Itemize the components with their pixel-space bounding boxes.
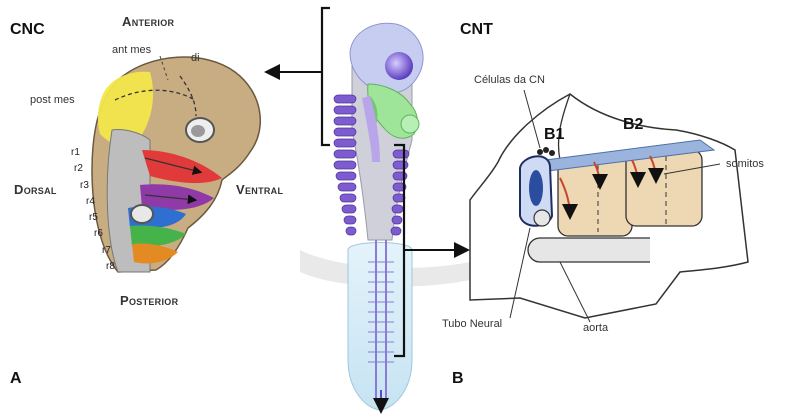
b2-label: B2	[623, 116, 643, 134]
rhombomere-label: r4	[86, 196, 95, 207]
rhombomere-label: r5	[89, 212, 98, 223]
center-embryo-illustration	[300, 23, 470, 410]
embryo-tail	[348, 243, 412, 411]
somite-block-1	[558, 158, 632, 236]
embryo-eye	[385, 52, 413, 80]
aorta-label: aorta	[583, 322, 608, 334]
panel-b-letter: B	[452, 370, 464, 388]
di-label: di	[191, 52, 200, 64]
b1-label: B1	[544, 126, 564, 144]
ant-mes-label: ant mes	[112, 44, 151, 56]
rhombomere-label: r7	[102, 245, 111, 256]
otic-vesicle	[131, 205, 153, 223]
anterior-label: Anterior	[122, 14, 174, 29]
panel-a-head-illustration	[92, 56, 260, 272]
ventral-label: Ventral	[236, 182, 283, 197]
panel-b-trunk-illustration	[470, 90, 748, 322]
panel-a-letter: A	[10, 370, 22, 388]
rhombomere-label: r1	[71, 147, 80, 158]
rhombomere-label: r2	[74, 163, 83, 174]
neural-tube-label: Tubo Neural	[442, 318, 502, 330]
rhombomere-label: r8	[106, 261, 115, 272]
panel-a-title: CNC	[10, 21, 45, 39]
dorsal-label: Dorsal	[14, 182, 57, 197]
posterior-label: Posterior	[120, 293, 178, 308]
panel-b-title: CNT	[460, 21, 493, 39]
post-mes-label: post mes	[30, 94, 75, 106]
nc-cells-label: Células da CN	[474, 74, 545, 86]
somites-label: somitos	[726, 158, 764, 170]
rhombomere-label: r3	[80, 180, 89, 191]
rhombomere-label: r6	[94, 228, 103, 239]
somite-block-2	[626, 150, 702, 226]
